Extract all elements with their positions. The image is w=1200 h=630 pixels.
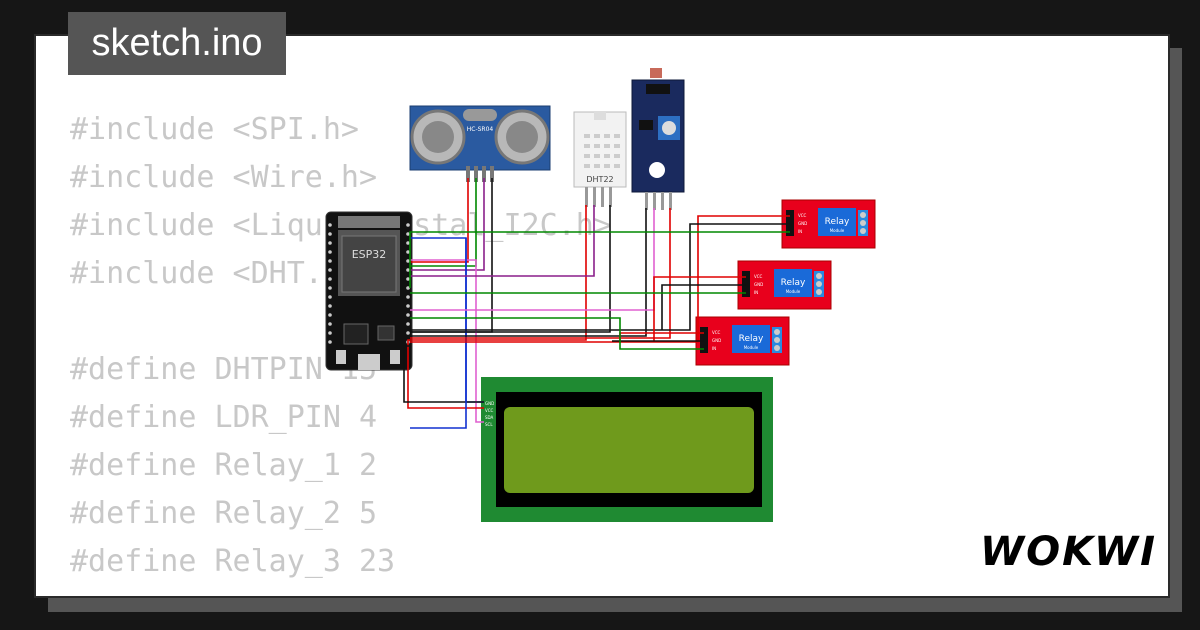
lcd-pin: GND	[485, 401, 494, 406]
relay-sub: Module	[830, 228, 845, 233]
ultrasonic-label: HC-SR04	[467, 126, 494, 133]
dht-label: DHT22	[586, 175, 613, 184]
lcd-display: GND VCC SDA SCL	[481, 377, 773, 522]
relay-label: Relay	[825, 217, 850, 227]
relay-pin: VCC	[712, 330, 721, 335]
relay-pin: VCC	[754, 274, 763, 279]
lcd-pin: VCC	[485, 408, 494, 413]
relay-label: Relay	[739, 334, 764, 344]
code-background: #include <SPI.h> #include <Wire.h> #includ…	[70, 106, 612, 596]
relay-sub: Module	[786, 289, 801, 294]
wokwi-logo-text: WOKWI	[980, 529, 1158, 575]
code-line: #include <SPI.h>	[70, 112, 359, 147]
relay-pin: IN	[712, 346, 716, 351]
relay-module-2: Relay Module VCC GND IN	[737, 260, 832, 310]
relay-pin: VCC	[798, 213, 807, 218]
relay-pin: GND	[712, 338, 721, 343]
esp32-label: ESP32	[352, 248, 387, 261]
code-line: #define Relay_3 23	[70, 544, 396, 579]
relay-sub: Module	[744, 345, 759, 350]
code-line: #define Relay_2 5	[70, 496, 378, 531]
esp32-board: ESP32	[325, 211, 413, 371]
dht22-sensor: DHT22	[573, 111, 627, 207]
relay-pin: GND	[798, 221, 807, 226]
relay-module-3: Relay Module VCC GND IN	[695, 316, 790, 366]
relay-label: Relay	[781, 278, 806, 288]
wires	[403, 178, 790, 429]
lcd-pin: SCL	[485, 422, 493, 427]
code-line: #define LDR_PIN 4	[70, 400, 378, 435]
relay-pin: IN	[798, 229, 802, 234]
relay-pin: IN	[754, 290, 758, 295]
code-line: #define Light 18	[70, 586, 612, 596]
code-line: #define Relay_1 2	[70, 448, 378, 483]
wokwi-logo: WOKWI	[980, 526, 1158, 578]
lcd-pin: SDA	[485, 415, 494, 420]
code-line: #include <LiquidCrystal_I2C.h>	[70, 208, 612, 243]
relay-pin: GND	[754, 282, 763, 287]
code-line: #include <Wire.h>	[70, 160, 378, 195]
ldr-module	[631, 68, 685, 210]
filename-tab: sketch.ino	[68, 12, 286, 75]
relay-module-1: Relay Module VCC GND IN	[781, 199, 876, 249]
ultrasonic-sensor: HC-SR04	[409, 105, 551, 182]
